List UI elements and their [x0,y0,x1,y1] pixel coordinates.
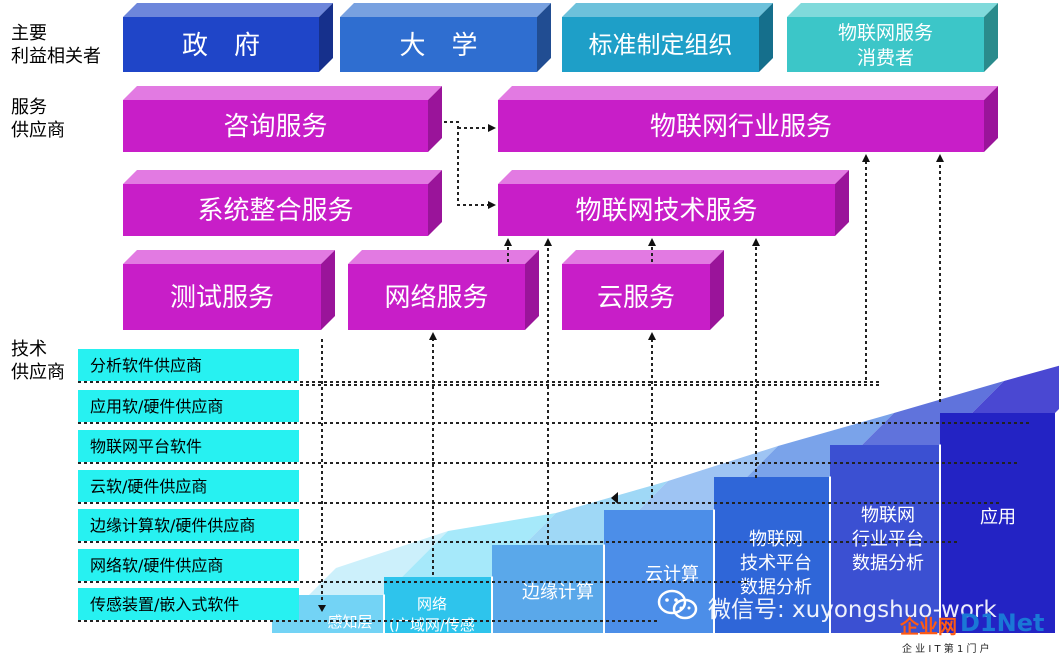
layer-step [492,481,668,634]
tech-provider-box [78,349,299,381]
tech-provider-label: 网络软/硬件供应商 [90,556,223,575]
layer-label: 技术平台 [740,553,812,574]
wechat-icon [657,589,698,620]
arrow-head [318,605,326,612]
layer-label: (广域网/传感 [389,616,475,634]
layer-step [940,365,1059,634]
tech-provider-label: 分析软件供应商 [90,356,202,375]
layer-label: 数据分析 [740,577,812,598]
service-box [123,86,442,152]
tech-provider-label: 云软/硬件供应商 [90,477,207,496]
stakeholder-label: 政 府 [182,31,260,61]
tech-provider-label: 应用软/硬件供应商 [90,397,223,416]
layer-label: 云计算 [645,564,699,585]
service-box [348,250,539,330]
service-label: 物联网行业服务 [650,112,832,142]
row-label-line: 主要 [11,23,47,44]
stakeholder-box [340,3,551,72]
row-label-line: 技术 [11,339,47,360]
layer-step [604,446,778,634]
tech-provider-box [78,588,299,620]
row-label-service-providers: 服务 供应商 [11,96,65,142]
stakeholder-box [562,3,773,72]
layer-label: 行业平台 [852,529,924,550]
layer-label: 应用 [980,507,1016,528]
service-label: 网络服务 [384,283,488,313]
layer-label: 物联网 [861,505,915,526]
row-label-line: 利益相关者 [11,46,101,67]
row-label-line: 供应商 [11,120,65,141]
tech-provider-label: 传感装置/嵌入式软件 [90,595,239,614]
tech-provider-box [78,470,299,502]
stakeholder-label: 消费者 [857,47,914,69]
row-label-stakeholders: 主要 利益相关者 [11,22,101,68]
tech-provider-box [78,549,299,581]
tech-provider-label: 边缘计算软/硬件供应商 [90,516,255,535]
layer-step [384,513,556,634]
layer-label: 物联网 [749,529,803,550]
service-box [498,86,998,152]
d1net-slogan: 企 业 I T 第 1 门 户 [902,644,990,655]
layer-label: 网络 [417,595,447,613]
arrow-head [611,492,618,504]
layer-label: 边缘计算 [522,582,594,603]
service-label: 云服务 [597,283,675,313]
service-box [562,250,724,330]
service-box [123,170,442,236]
tech-provider-box [78,430,299,462]
layer-step [830,381,1004,634]
tech-provider-box [78,509,299,541]
stakeholder-label: 大 学 [399,31,477,61]
service-label: 测试服务 [170,283,274,313]
row-label-line: 服务 [11,97,47,118]
row-label-line: 供应商 [11,362,65,383]
service-box [123,250,335,330]
stakeholder-box [787,3,998,72]
service-label: 咨询服务 [223,112,327,142]
stakeholder-label: 物联网服务 [838,22,933,44]
service-box [498,170,849,236]
layer-label: 数据分析 [852,553,924,574]
d1net-brand-en: D1Net [960,609,1045,637]
tech-provider-label: 物联网平台软件 [90,437,202,456]
wechat-id: 微信号: xuyongshuo-work [708,597,997,623]
stakeholder-box [123,3,333,72]
tech-provider-box [78,390,299,422]
service-label: 系统整合服务 [197,196,353,226]
row-label-tech-providers: 技术 供应商 [11,338,65,384]
dotted-connector [444,121,496,209]
d1net-brand-cn: 企业网 [900,616,958,638]
stakeholder-label: 标准制定组织 [589,31,733,59]
service-label: 物联网技术服务 [575,196,757,226]
